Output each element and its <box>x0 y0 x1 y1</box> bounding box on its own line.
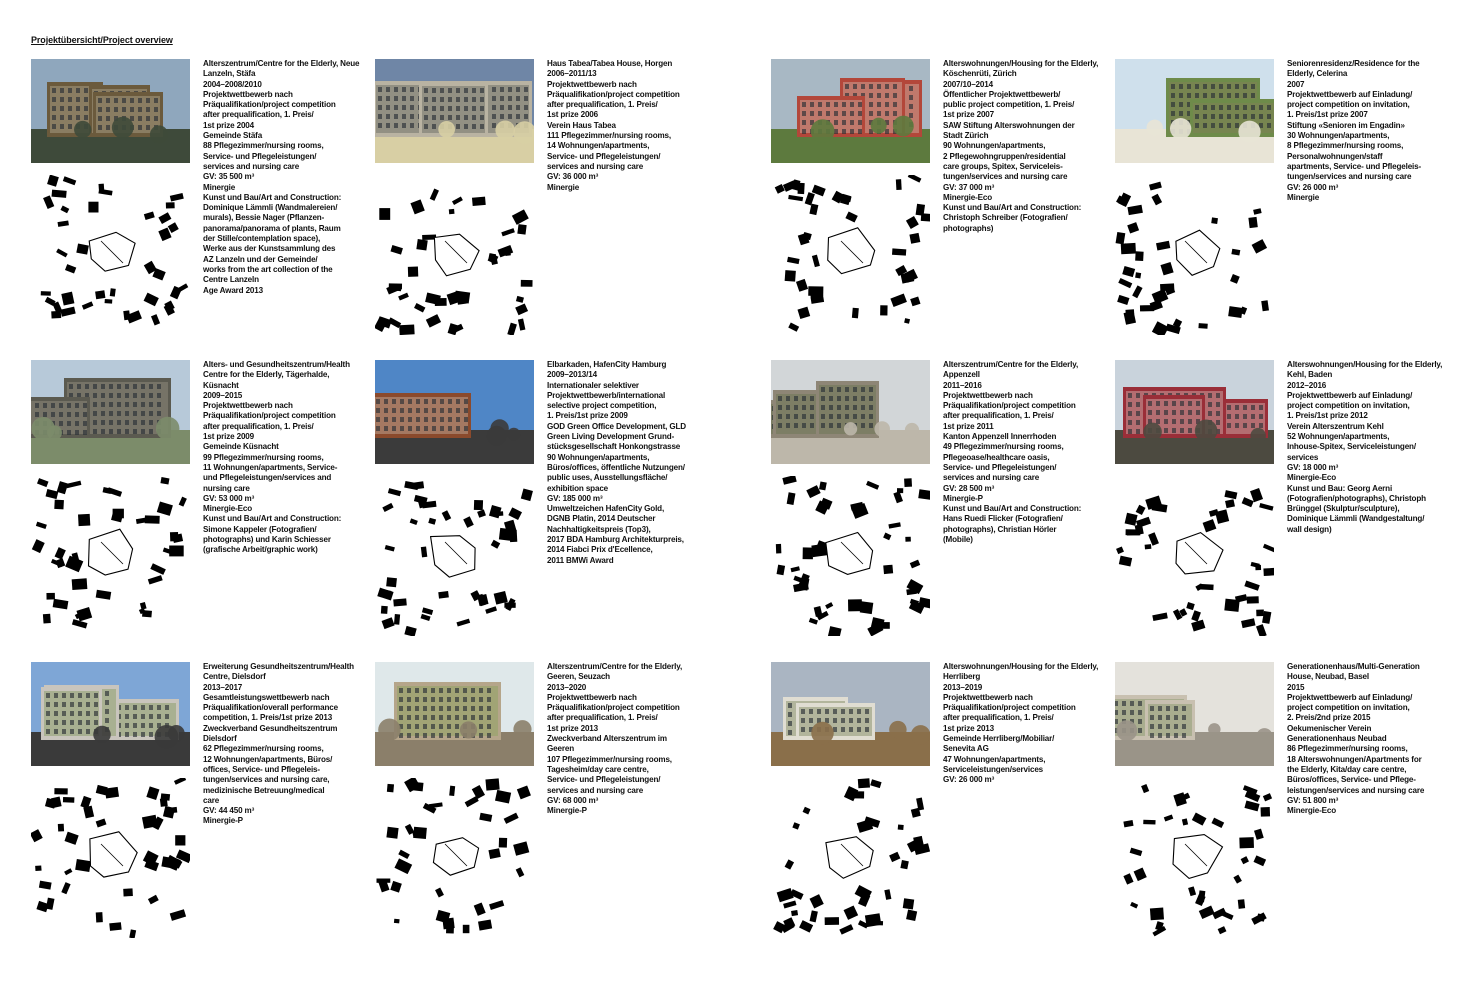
project-description: Haus Tabea/Tabea House, Horgen 2006–2011… <box>547 59 680 192</box>
site-plan <box>1115 175 1274 335</box>
project-description: Elbarkaden, HafenCity Hamburg 2009–2013/… <box>547 360 686 565</box>
site-plan <box>31 476 190 636</box>
project-description: Alters- und Gesundheitszentrum/Health Ce… <box>203 360 350 555</box>
site-plan <box>375 778 534 938</box>
page-title: Projektübersicht/Project overview <box>31 35 173 45</box>
project-photo <box>1115 662 1274 766</box>
site-plan <box>31 778 190 938</box>
site-plan <box>375 175 534 335</box>
project-entry: Seniorenresidenz/Residence for the Elder… <box>1115 59 1445 349</box>
project-entry: Alterswohnungen/Housing for the Elderly,… <box>771 59 1101 349</box>
project-description: Alterswohnungen/Housing for the Elderly,… <box>1287 360 1443 534</box>
site-plan <box>771 778 930 938</box>
project-photo <box>375 662 534 766</box>
project-description: Alterszentrum/Centre for the Elderly, Ge… <box>547 662 683 816</box>
project-photo <box>1115 59 1274 163</box>
project-entry: Alterszentrum/Centre for the Elderly, Ge… <box>375 662 705 952</box>
project-photo <box>771 360 930 464</box>
project-entry: Haus Tabea/Tabea House, Horgen 2006–2011… <box>375 59 705 349</box>
project-entry: Alters- und Gesundheitszentrum/Health Ce… <box>31 360 361 650</box>
project-entry: Generationenhaus/Multi-Generation House,… <box>1115 662 1445 952</box>
project-photo <box>1115 360 1274 464</box>
site-plan <box>31 175 190 335</box>
project-photo <box>31 59 190 163</box>
project-photo <box>375 360 534 464</box>
site-plan <box>1115 476 1274 636</box>
site-plan <box>771 175 930 335</box>
project-description: Generationenhaus/Multi-Generation House,… <box>1287 662 1425 816</box>
project-description: Erweiterung Gesundheitszentrum/Health Ce… <box>203 662 354 826</box>
project-photo <box>31 662 190 766</box>
site-plan <box>375 476 534 636</box>
project-photo <box>31 360 190 464</box>
project-entry: Elbarkaden, HafenCity Hamburg 2009–2013/… <box>375 360 705 650</box>
project-entry: Alterszentrum/Centre for the Elderly, Ne… <box>31 59 361 349</box>
project-description: Alterszentrum/Centre for the Elderly, Ap… <box>943 360 1082 545</box>
project-entry: Alterszentrum/Centre for the Elderly, Ap… <box>771 360 1101 650</box>
project-entry: Alterswohnungen/Housing for the Elderly,… <box>771 662 1101 952</box>
project-entry: Erweiterung Gesundheitszentrum/Health Ce… <box>31 662 361 952</box>
project-entry: Alterswohnungen/Housing for the Elderly,… <box>1115 360 1445 650</box>
project-description: Seniorenresidenz/Residence for the Elder… <box>1287 59 1422 202</box>
project-description: Alterszentrum/Centre for the Elderly, Ne… <box>203 59 360 295</box>
site-plan <box>771 476 930 636</box>
site-plan <box>1115 778 1274 938</box>
project-photo <box>771 59 930 163</box>
project-photo <box>375 59 534 163</box>
project-description: Alterswohnungen/Housing for the Elderly,… <box>943 662 1099 785</box>
project-description: Alterswohnungen/Housing for the Elderly,… <box>943 59 1099 233</box>
project-photo <box>771 662 930 766</box>
